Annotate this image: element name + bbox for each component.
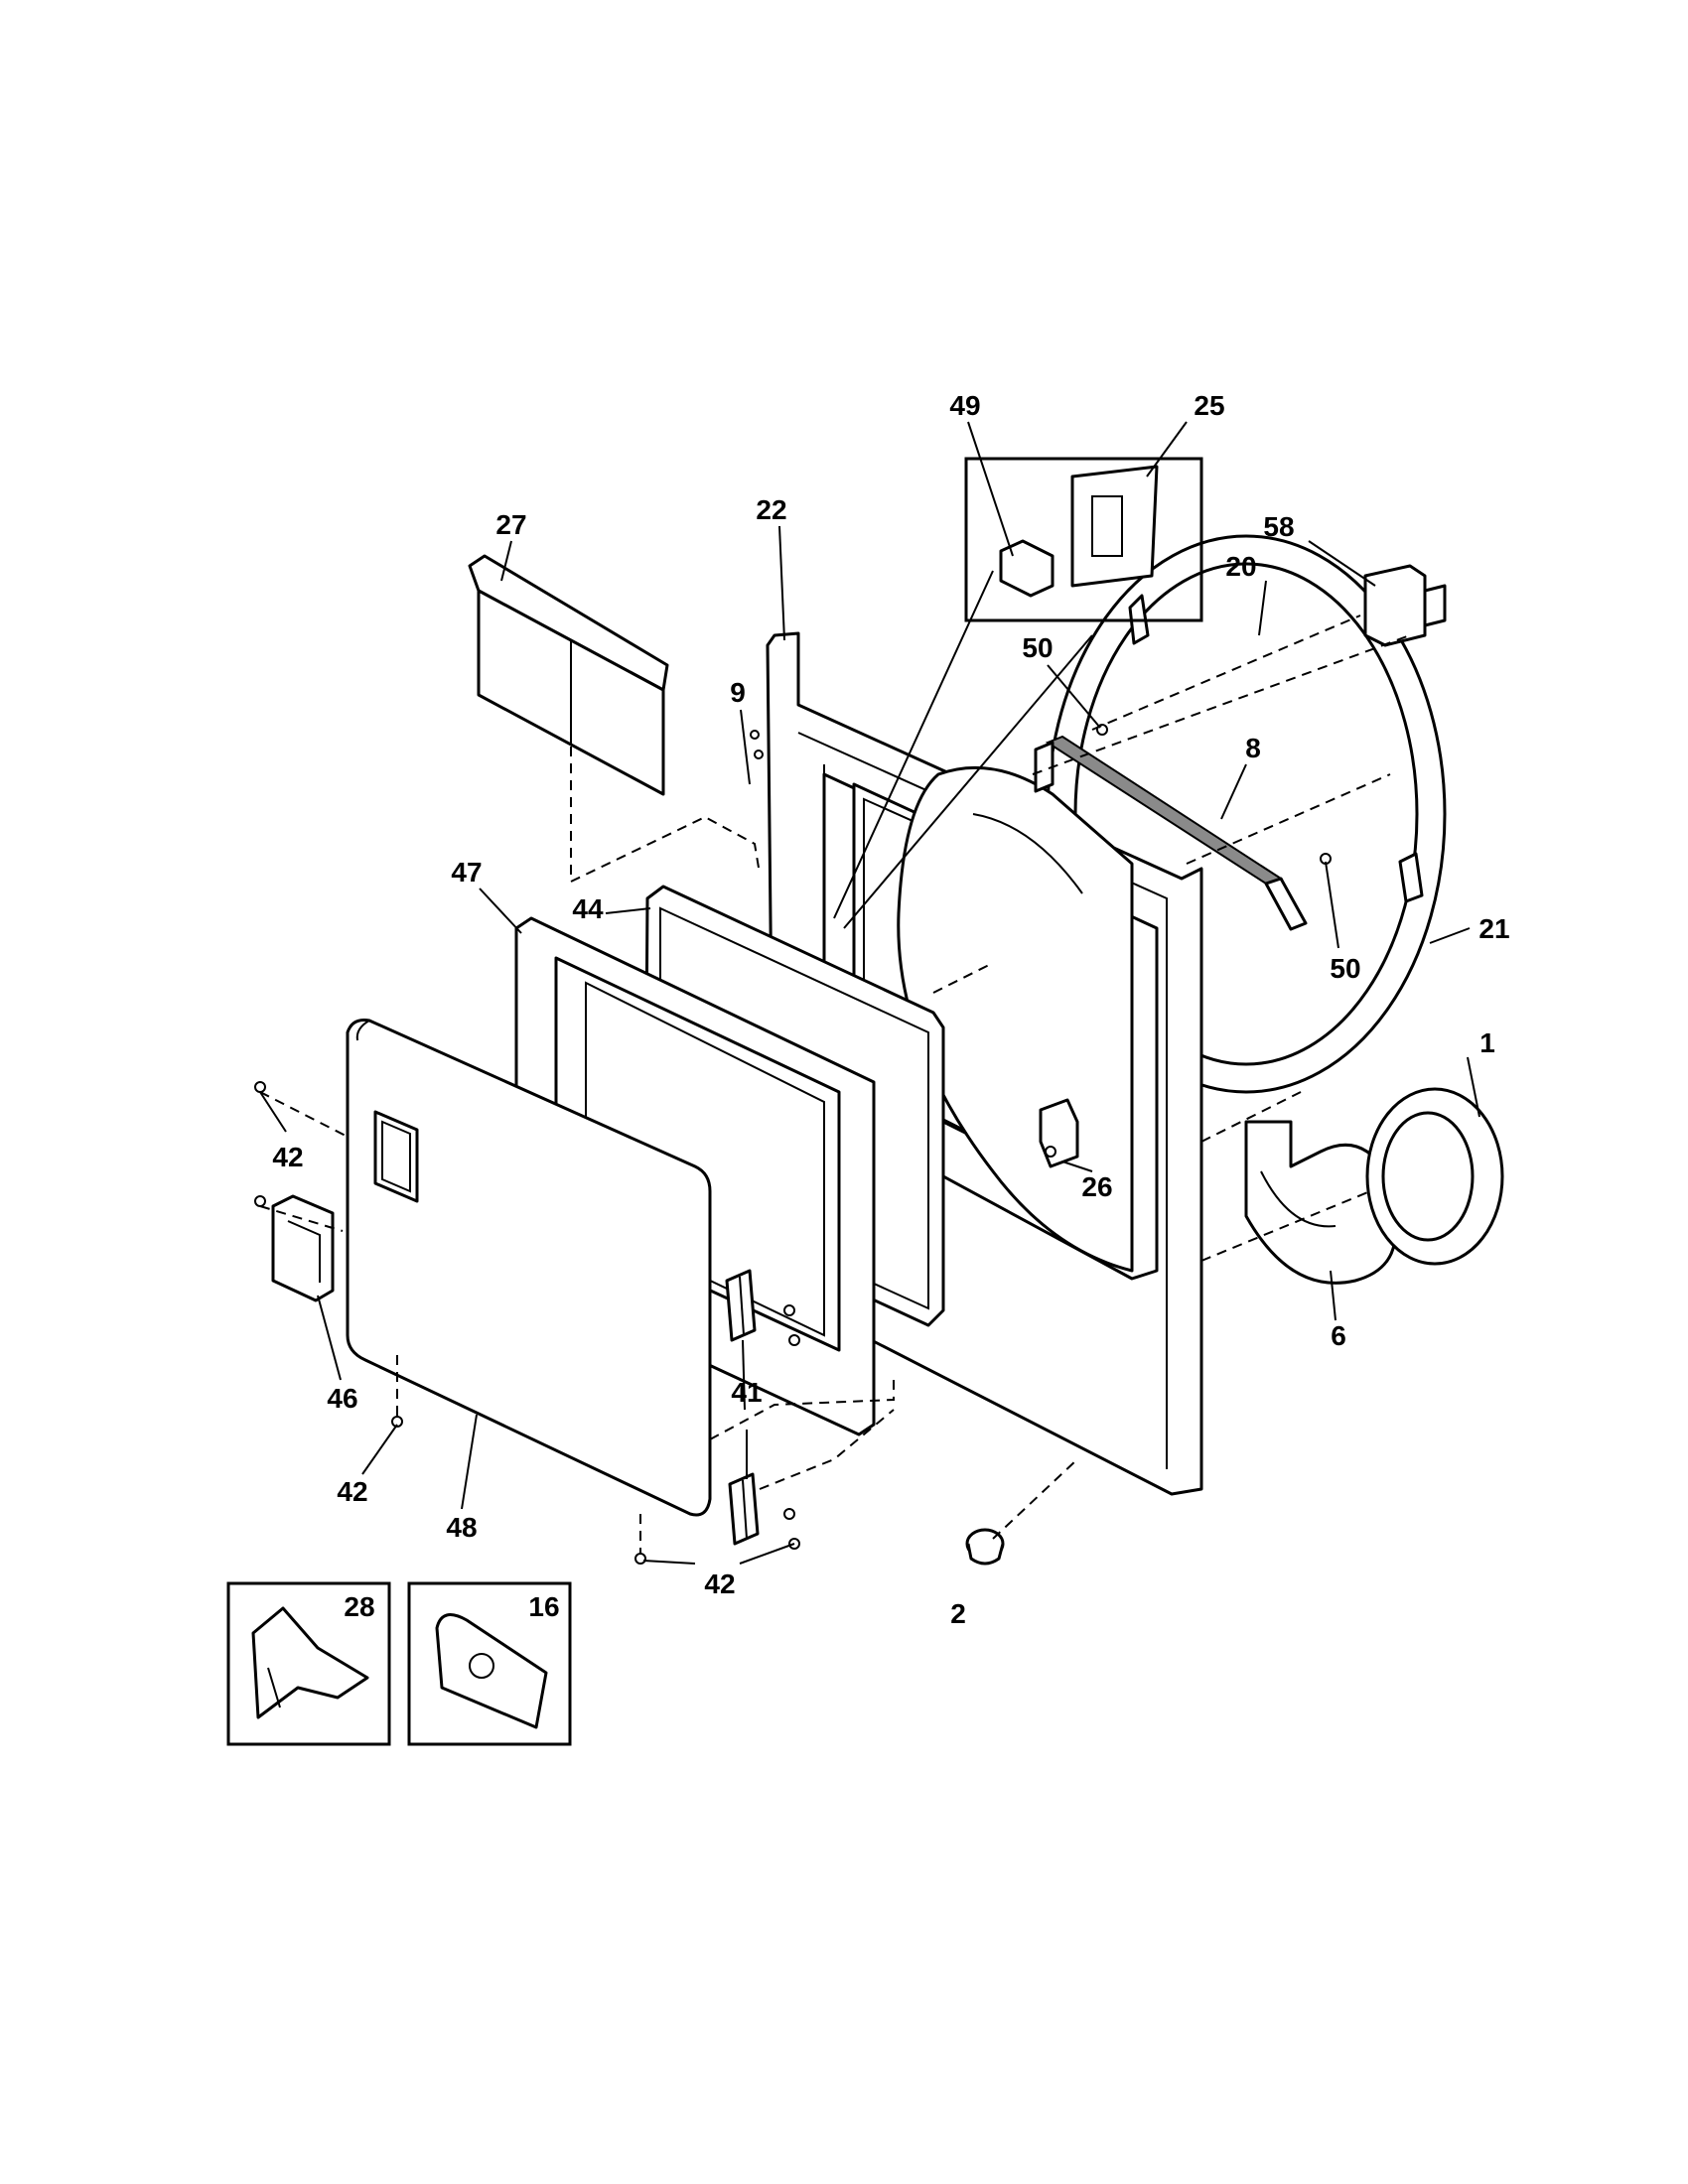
callout-labels: 49 25 27 22 58 20 50 9 8 47 44 21 50 1 4…	[272, 390, 1509, 1629]
callout-48: 48	[446, 1512, 477, 1543]
callout-6: 6	[1331, 1320, 1346, 1351]
callout-49: 49	[949, 390, 980, 421]
callout-2: 2	[950, 1598, 966, 1629]
callout-58: 58	[1263, 511, 1294, 542]
leader-lines	[259, 421, 1480, 1565]
callout-25: 25	[1194, 390, 1224, 421]
callout-9: 9	[730, 677, 746, 708]
inset-box-28	[226, 1581, 391, 1746]
callout-20: 20	[1225, 551, 1256, 582]
door-outer-panel	[346, 1019, 712, 1517]
callout-8: 8	[1245, 733, 1261, 763]
door-switch	[1039, 1098, 1079, 1168]
door-handle	[271, 1194, 335, 1302]
terminal-block	[1363, 564, 1447, 647]
lint-filter	[468, 554, 669, 796]
callout-44: 44	[572, 893, 604, 924]
callout-16: 16	[528, 1591, 559, 1622]
exhaust-duct	[1244, 1120, 1397, 1285]
duct-seal-ring	[1365, 1087, 1504, 1266]
callout-42-left: 42	[272, 1142, 303, 1172]
callout-21: 21	[1478, 913, 1509, 944]
callout-22: 22	[756, 494, 786, 525]
callout-27: 27	[495, 509, 526, 540]
callout-50-right: 50	[1330, 953, 1360, 984]
callout-28: 28	[344, 1591, 374, 1622]
callout-50-top: 50	[1022, 632, 1053, 663]
callout-46: 46	[327, 1383, 357, 1414]
upper-hinge	[725, 1269, 757, 1342]
callout-26: 26	[1081, 1171, 1112, 1202]
callout-1: 1	[1479, 1027, 1495, 1058]
lower-hinge	[728, 1472, 760, 1546]
assembly-lines	[259, 614, 1411, 1554]
callout-41: 41	[731, 1377, 762, 1408]
callout-42-bottom-left: 42	[337, 1476, 367, 1507]
callout-47: 47	[451, 857, 482, 887]
inset-box-16	[407, 1581, 572, 1746]
inset-box-49-25	[964, 457, 1203, 622]
callout-42-bottom: 42	[704, 1569, 735, 1599]
